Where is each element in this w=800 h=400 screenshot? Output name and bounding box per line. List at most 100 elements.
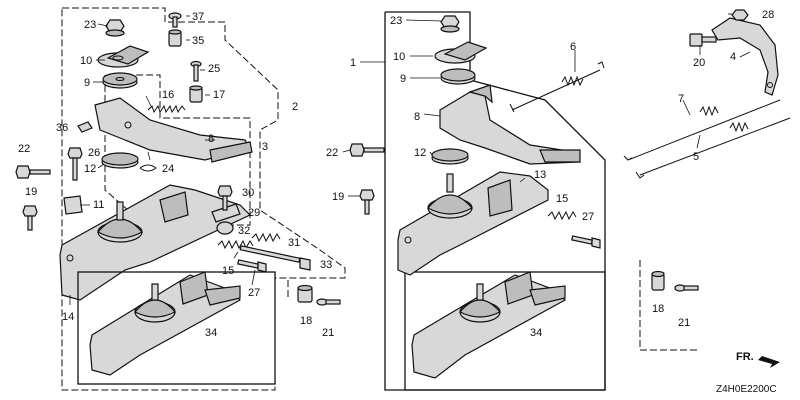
- spring-16: [147, 104, 186, 114]
- callout-15-center: 15: [556, 193, 568, 205]
- callout-33: 33: [320, 259, 332, 271]
- nut-28: [731, 9, 749, 21]
- nut-17: [189, 85, 203, 103]
- leader-lines: [69, 13, 751, 305]
- callout-28: 28: [762, 9, 774, 21]
- bolt-22-center: [349, 143, 385, 157]
- callout-14: 14: [62, 311, 74, 323]
- callout-18-left: 18: [300, 315, 312, 327]
- callout-26: 26: [88, 147, 100, 159]
- bolt-27-left: [237, 259, 267, 273]
- callout-9-left: 9: [84, 77, 90, 89]
- callout-19-center: 19: [332, 191, 344, 203]
- assembly-2-outline: [61, 7, 346, 391]
- sub-assembly-box-center: [404, 271, 606, 391]
- rod-6: [509, 61, 605, 113]
- callout-4: 4: [730, 51, 736, 63]
- callout-31: 31: [288, 237, 300, 249]
- callout-32: 32: [238, 225, 250, 237]
- rod-5-spring: [729, 121, 749, 133]
- bolt-25: [190, 60, 202, 82]
- bolt-27-center: [571, 235, 601, 249]
- collar-18-right: [651, 270, 665, 291]
- bolt-26: [67, 147, 83, 181]
- sub-assembly-box-left: [77, 271, 276, 385]
- callout-10-center: 10: [393, 51, 405, 63]
- lever-8-center: [439, 84, 581, 165]
- base-plate-13: [397, 171, 549, 276]
- callout-12-center: 12: [414, 147, 426, 159]
- clip-36: [77, 121, 93, 133]
- callout-36: 36: [56, 122, 68, 134]
- washer-10-left: [97, 45, 150, 68]
- washer-9-left: [102, 72, 138, 89]
- callout-22-left: 22: [18, 143, 30, 155]
- callout-20: 20: [693, 57, 705, 69]
- bolt-33: [239, 245, 311, 271]
- spring-15-left: [217, 239, 254, 250]
- callout-25: 25: [208, 63, 220, 75]
- bracket-11: [63, 195, 83, 215]
- bolt-21-right: [674, 284, 699, 292]
- bolt-37: [168, 12, 182, 28]
- callout-17: 17: [213, 89, 225, 101]
- mount-34-left: [89, 271, 241, 376]
- nut-23-left: [105, 19, 125, 37]
- bolt-30: [217, 185, 233, 211]
- nut-23-center: [440, 15, 460, 33]
- washer-10-center: [434, 41, 488, 64]
- spring-31: [251, 232, 281, 243]
- washer-9-center: [440, 68, 476, 85]
- callout-10-left: 10: [80, 55, 92, 67]
- rod-5: [635, 117, 791, 179]
- clip-24: [139, 164, 157, 172]
- callout-30: 30: [242, 187, 254, 199]
- callout-21-right: 21: [678, 317, 690, 329]
- base-plate-14: [59, 184, 252, 301]
- callout-8-center: 8: [414, 111, 420, 123]
- callout-12-left: 12: [84, 163, 96, 175]
- callout-5: 5: [693, 151, 699, 163]
- rod-7-spring: [699, 105, 719, 117]
- lever-8-left: [94, 97, 253, 163]
- mount-34-center: [411, 271, 566, 379]
- lever-4: [711, 17, 779, 96]
- washer-12-center: [431, 148, 469, 165]
- callout-2: 2: [292, 101, 298, 113]
- callout-23-center: 23: [390, 15, 402, 27]
- callout-27-left: 27: [248, 287, 260, 299]
- bracket-29: [211, 203, 241, 223]
- front-arrow-icon: FR.: [736, 351, 780, 368]
- callout-8-left: 8: [208, 133, 214, 145]
- callout-13: 13: [534, 169, 546, 181]
- assembly-3-outline: [104, 74, 251, 226]
- callout-29: 29: [248, 207, 260, 219]
- callout-37: 37: [192, 11, 204, 23]
- callout-21-left: 21: [322, 327, 334, 339]
- bolt-19-left: [22, 205, 38, 231]
- bolt-19-center: [359, 189, 375, 215]
- callout-35: 35: [192, 35, 204, 47]
- callout-22-center: 22: [326, 147, 338, 159]
- callout-16: 16: [162, 89, 174, 101]
- callout-6: 6: [570, 41, 576, 53]
- collar-32: [216, 221, 234, 235]
- callout-23-left: 23: [84, 19, 96, 31]
- bolt-22-left: [15, 165, 51, 179]
- callout-24: 24: [162, 163, 174, 175]
- rod-6-spring: [561, 75, 584, 87]
- callout-9-center: 9: [400, 73, 406, 85]
- bolt-21-left: [316, 298, 341, 306]
- callout-18-right: 18: [652, 303, 664, 315]
- callout-27-center: 27: [582, 211, 594, 223]
- bolt-20: [689, 33, 717, 47]
- callout-11: 11: [93, 199, 104, 211]
- spring-15-center: [547, 210, 577, 221]
- callout-19-left: 19: [25, 186, 37, 198]
- dashed-box-18-21-right: [639, 260, 700, 351]
- callout-34-center: 34: [530, 327, 542, 339]
- callout-1: 1: [350, 57, 356, 69]
- drawing-code: Z4H0E2200C: [716, 384, 777, 395]
